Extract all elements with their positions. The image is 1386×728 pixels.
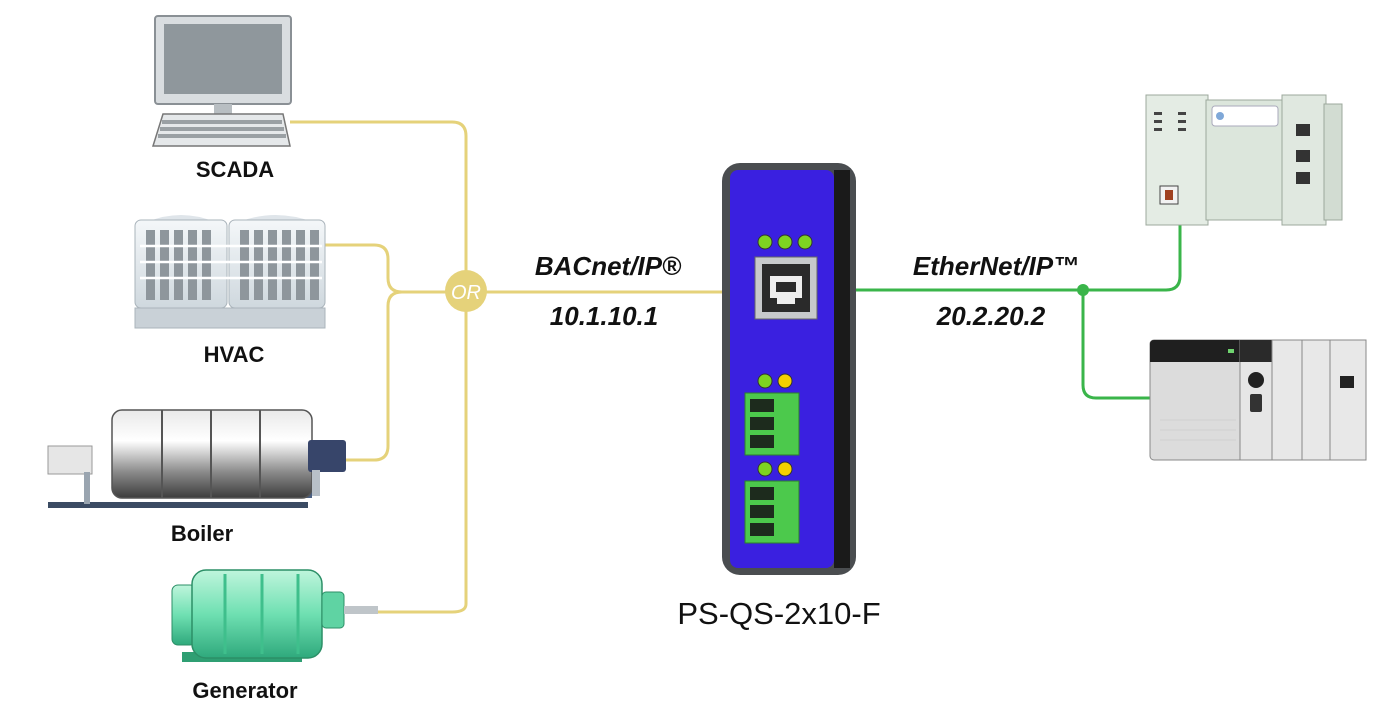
- ethernet-address-label: 20.2.20.2: [936, 301, 1046, 331]
- controllogix-chassis-icon: [1149, 339, 1367, 461]
- generator-icon: [171, 569, 378, 662]
- hvac-units-icon: [134, 215, 326, 329]
- rj45-port-icon: [754, 256, 818, 320]
- bacnet-protocol-label: BACnet/IP®: [534, 251, 682, 281]
- generator-label: Generator: [192, 678, 298, 703]
- ethernet-trunk: [855, 222, 1182, 292]
- gateway-model-label: PS-QS-2x10-F: [677, 596, 881, 631]
- terminal-block-1-icon: [744, 392, 800, 456]
- bacnet-address-label: 10.1.10.1: [549, 301, 659, 331]
- boiler-link: [346, 290, 403, 462]
- ethernet-branch: [1081, 290, 1150, 400]
- scada-label: SCADA: [195, 157, 275, 182]
- boiler-icon: [47, 409, 346, 508]
- gateway-device: [722, 163, 856, 575]
- scada-link: [290, 120, 468, 614]
- or-junction: [445, 270, 487, 312]
- scada-computer-icon: [151, 15, 292, 147]
- hvac-label: HVAC: [203, 342, 265, 367]
- serial-port-1-leds: [757, 373, 793, 389]
- status-leds-top: [757, 234, 813, 250]
- ethernet-junction-dot: [1077, 284, 1089, 296]
- ethernet-wiring: [855, 222, 1182, 400]
- bacnet-wiring: [290, 120, 722, 614]
- or-label: OR: [451, 282, 481, 304]
- ethernet-protocol-label: EtherNet/IP™: [912, 251, 1080, 281]
- boiler-label: Boiler: [170, 521, 234, 546]
- terminal-block-2-icon: [744, 480, 800, 544]
- compactlogix-plc-icon: [1145, 94, 1343, 226]
- serial-port-2-leds: [757, 461, 793, 477]
